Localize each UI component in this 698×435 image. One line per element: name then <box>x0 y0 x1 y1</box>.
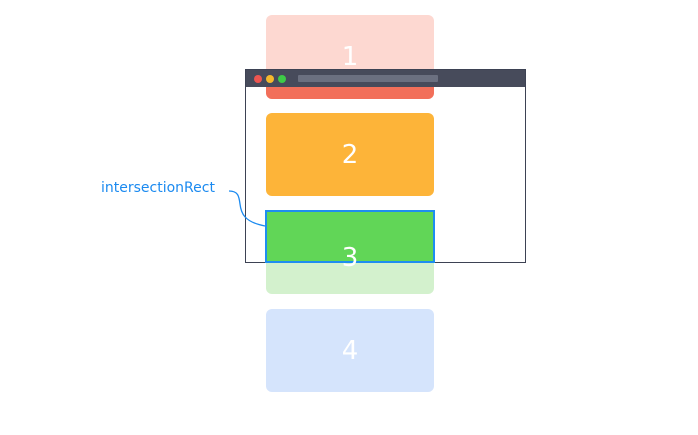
box-4: 4 <box>266 309 434 392</box>
browser-titlebar <box>246 70 525 87</box>
box-2-label: 2 <box>341 139 359 170</box>
minimize-dot-icon <box>266 75 274 83</box>
box-1-label: 1 <box>341 42 359 72</box>
box-3-label: 3 <box>341 243 359 273</box>
box-2: 2 <box>266 113 434 196</box>
maximize-dot-icon <box>278 75 286 83</box>
box-1-visible-strip <box>266 85 434 99</box>
box-4-label: 4 <box>341 335 359 366</box>
intersection-rect-box-3: 3 <box>265 210 435 273</box>
address-bar <box>298 75 438 82</box>
box-3-outside <box>266 262 434 294</box>
close-dot-icon <box>254 75 262 83</box>
intersection-rect-label: intersectionRect <box>101 180 215 196</box>
